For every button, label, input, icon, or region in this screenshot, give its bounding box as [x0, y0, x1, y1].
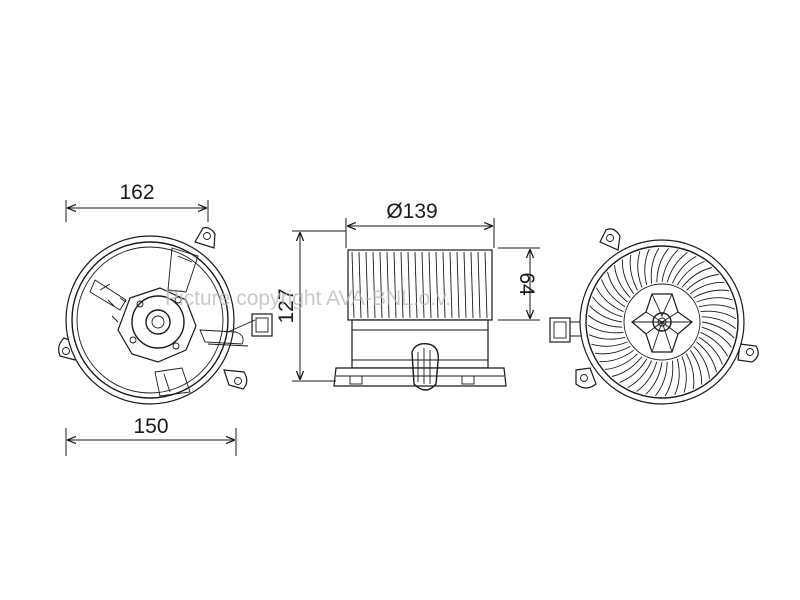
- dim-front-bottom: 150: [65, 415, 237, 456]
- dim-label-150: 150: [133, 415, 168, 438]
- front-struts: [89, 247, 256, 397]
- rear-mount-ear-top: [599, 228, 621, 251]
- connector: [251, 313, 273, 337]
- fan-blades: [351, 251, 488, 319]
- mount-ear-top: [194, 227, 216, 249]
- rear-mount-ear-bottom: [575, 367, 597, 389]
- dim-label-139: Ø139: [386, 200, 437, 223]
- watermark: Picture copyright AVA-BNL.o.v.: [165, 287, 451, 310]
- dim-front-top: 162: [65, 181, 209, 222]
- front-view: [58, 227, 273, 405]
- mount-ear-bottom: [223, 369, 248, 390]
- base-plate: [333, 367, 507, 387]
- dim-side-diameter: Ø139: [345, 200, 495, 248]
- rear-view: [549, 228, 759, 405]
- wire-connector: [411, 342, 439, 391]
- side-view: [333, 249, 507, 391]
- rear-mount-ear-right: [737, 343, 759, 363]
- dim-label-127: 127: [275, 288, 298, 323]
- rear-fan-blades: [587, 247, 737, 397]
- dim-label-64: 64: [515, 272, 538, 296]
- dim-label-162: 162: [119, 181, 154, 204]
- rear-connector: [549, 317, 571, 343]
- dim-side-height: 127: [275, 230, 346, 382]
- dim-side-depth: 64: [498, 247, 540, 321]
